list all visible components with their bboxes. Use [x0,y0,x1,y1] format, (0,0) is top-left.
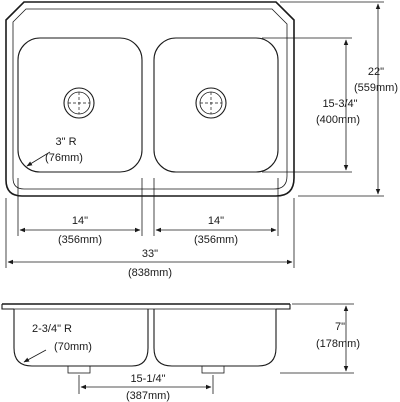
left-bowl-width-imperial: 14" [72,215,88,227]
right-bowl-width-dimension: 14" (356mm) [155,215,277,246]
sink-inner-rim [12,8,288,190]
side-rim-flange [1,304,291,310]
bowl-depth-dimension: 15-3/4" (400mm) [316,39,360,171]
right-bowl-width-metric: (356mm) [194,234,238,246]
extension-lines-top [5,1,384,268]
extension-lines-side [78,303,354,394]
left-drain [63,87,95,119]
overall-width-dimension: 33" (838mm) [7,248,293,279]
right-bowl-width-imperial: 14" [208,215,224,227]
left-bowl-width-metric: (356mm) [58,234,102,246]
overall-width-metric: (838mm) [128,267,172,279]
left-bowl [17,37,143,173]
drain-spacing-metric: (387mm) [126,390,170,402]
side-left-bowl [13,309,149,367]
right-bowl [153,37,279,173]
corner-radius-imperial: 3" R [55,136,76,148]
side-view [1,303,291,374]
bowl-depth-imperial: 15-3/4" [322,98,357,110]
left-bowl-width-dimension: 14" (356mm) [19,215,141,246]
sink-height-dimension: 7" (178mm) [316,305,360,372]
bowl-depth-metric: (400mm) [316,114,360,126]
drain-spacing-dimension: 15-1/4" (387mm) [80,373,212,402]
bottom-radius-imperial: 2-3/4" R [32,323,72,335]
sink-height-imperial: 7" [335,321,345,333]
bottom-radius-callout: 2-3/4" R (70mm) [23,323,92,363]
drain-spacing-imperial: 15-1/4" [130,373,165,385]
overall-depth-metric: (559mm) [354,82,398,94]
corner-radius-callout: 3" R (76mm) [26,136,83,167]
side-left-drain [67,365,91,374]
overall-depth-dimension: 22" (559mm) [354,3,398,195]
overall-width-imperial: 33" [142,248,158,260]
sink-outer-rim [5,1,295,197]
sink-height-metric: (178mm) [316,338,360,350]
right-drain [195,87,227,119]
top-view [5,1,295,197]
bottom-radius-metric: (70mm) [54,341,92,353]
side-right-drain [201,365,225,374]
corner-radius-metric: (76mm) [45,152,83,164]
overall-depth-imperial: 22" [368,66,384,78]
side-right-bowl [153,309,277,367]
